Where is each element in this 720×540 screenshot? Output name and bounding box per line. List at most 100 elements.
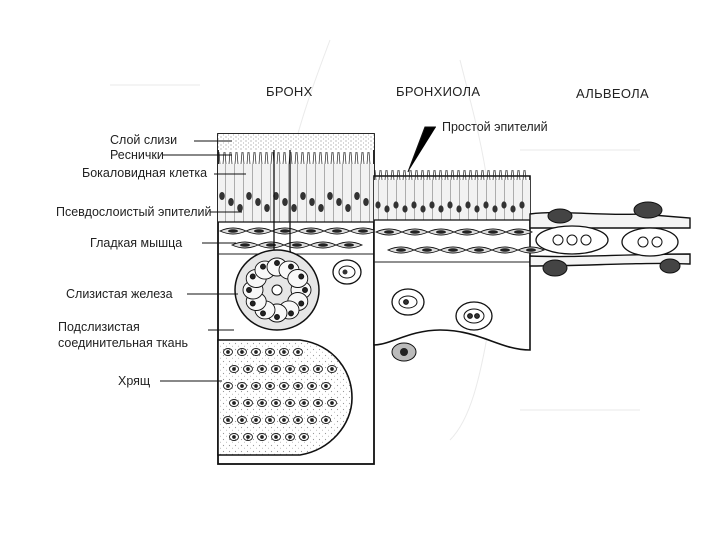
chondrocyte-nucleus	[311, 419, 314, 422]
chondrocyte-nucleus	[233, 436, 236, 439]
gland-cell-nucleus	[303, 288, 308, 293]
bronchus-header: БРОНХ	[266, 84, 313, 99]
mucus-layer	[218, 134, 374, 150]
epithelial-nucleus	[429, 201, 434, 208]
alveolar-capillary	[536, 226, 678, 256]
chondrocyte-nucleus	[261, 436, 264, 439]
gland-cell-nucleus	[261, 264, 266, 269]
smooth-muscle-nucleus	[318, 243, 328, 247]
chondrocyte-nucleus	[297, 351, 300, 354]
chondrocyte-nucleus	[331, 402, 334, 405]
epithelial-nucleus	[384, 205, 389, 212]
submucosa-label-line2: соединительная ткань	[58, 336, 188, 351]
smooth-muscle-nucleus	[436, 230, 446, 234]
submucosa-cell	[333, 260, 361, 284]
gland-cell-nucleus	[299, 301, 304, 306]
mucous-gland	[235, 250, 319, 330]
bronchus-section	[218, 134, 376, 464]
epithelial-nucleus	[300, 192, 306, 200]
epithelial-nucleus	[291, 204, 297, 212]
epithelial-nucleus	[411, 201, 416, 208]
smooth-muscle-nucleus	[526, 248, 536, 252]
chondrocyte-nucleus	[241, 419, 244, 422]
chondrocyte-nucleus	[233, 402, 236, 405]
chondrocyte-nucleus	[275, 436, 278, 439]
epithelial-nucleus	[501, 201, 506, 208]
smooth-muscle-nucleus	[396, 248, 406, 252]
chondrocyte-nucleus	[289, 436, 292, 439]
epithelial-nucleus	[354, 192, 360, 200]
epithelial-nucleus	[264, 204, 270, 212]
bronchiole-section	[374, 170, 544, 361]
epithelial-nucleus	[456, 205, 461, 212]
smooth-muscle-nucleus	[292, 243, 302, 247]
smooth-muscle-nucleus	[384, 230, 394, 234]
smooth-muscle-nucleus	[280, 229, 290, 233]
epithelial-nucleus	[246, 192, 252, 200]
chondrocyte-nucleus	[283, 351, 286, 354]
gland-cell-nucleus	[275, 261, 280, 266]
simple-epithelium	[374, 180, 530, 220]
gland-cell	[288, 270, 308, 288]
chondrocyte-nucleus	[325, 419, 328, 422]
smooth-muscle-nucleus	[306, 229, 316, 233]
alveolus-header: АЛЬВЕОЛА	[576, 86, 649, 101]
cartilage-label: Хрящ	[118, 374, 150, 389]
gland-cell-nucleus	[299, 274, 304, 279]
smooth-muscle-nucleus	[228, 229, 238, 233]
epithelial-nucleus	[474, 205, 479, 212]
epithelial-nucleus	[228, 198, 234, 206]
chondrocyte-nucleus	[297, 419, 300, 422]
submucosa-label-line1: Подслизистая	[58, 320, 140, 335]
goblet-cell-label: Бокаловидная клетка	[82, 166, 207, 181]
chondrocyte-nucleus	[283, 385, 286, 388]
smooth-muscle-nucleus	[358, 229, 368, 233]
epithelial-nucleus	[393, 201, 398, 208]
epithelial-nucleus	[309, 198, 315, 206]
epithelial-nucleus	[465, 201, 470, 208]
smooth-muscle-label: Гладкая мышца	[90, 236, 182, 251]
smooth-muscle-nucleus	[254, 229, 264, 233]
gland-cell-nucleus	[250, 301, 255, 306]
epithelial-nucleus	[420, 205, 425, 212]
chondrocyte-nucleus	[269, 385, 272, 388]
gland-cell-nucleus	[250, 274, 255, 279]
epithelial-nucleus	[519, 201, 524, 208]
smooth-muscle-nucleus	[500, 248, 510, 252]
chondrocyte-nucleus	[297, 385, 300, 388]
chondrocyte-nucleus	[255, 385, 258, 388]
chondrocyte-nucleus	[255, 419, 258, 422]
chondrocyte-nucleus	[255, 351, 258, 354]
epithelial-nucleus	[492, 205, 497, 212]
bronchiole-header: БРОНХИОЛА	[396, 84, 480, 99]
chondrocyte-nucleus	[261, 402, 264, 405]
chondrocyte-nucleus	[317, 402, 320, 405]
epithelial-nucleus	[336, 198, 342, 206]
chondrocyte-nucleus	[311, 385, 314, 388]
chondrocyte-nucleus	[227, 351, 230, 354]
gland-cell-nucleus	[261, 311, 266, 316]
chondrocyte-nucleus	[233, 368, 236, 371]
smooth-muscle-nucleus	[344, 243, 354, 247]
cartilage	[218, 340, 352, 455]
gland-cell-nucleus	[289, 264, 294, 269]
chondrocyte-nucleus	[227, 385, 230, 388]
smooth-muscle-nucleus	[488, 230, 498, 234]
smooth-muscle-nucleus	[474, 248, 484, 252]
smooth-muscle-nucleus	[448, 248, 458, 252]
pseudostratified-epithelium-label: Псевдослоистый эпителий	[56, 205, 211, 220]
smooth-muscle-nucleus	[410, 230, 420, 234]
smooth-muscle-nucleus	[514, 230, 524, 234]
chondrocyte-nucleus	[269, 419, 272, 422]
epithelial-nucleus	[345, 204, 351, 212]
gland-cell-nucleus	[275, 315, 280, 320]
chondrocyte-nucleus	[317, 368, 320, 371]
mucous-gland-label: Слизистая железа	[66, 287, 173, 302]
chondrocyte-nucleus	[283, 419, 286, 422]
chondrocyte-nucleus	[247, 436, 250, 439]
chondrocyte-nucleus	[303, 368, 306, 371]
chondrocyte-nucleus	[303, 436, 306, 439]
epithelial-nucleus	[327, 192, 333, 200]
